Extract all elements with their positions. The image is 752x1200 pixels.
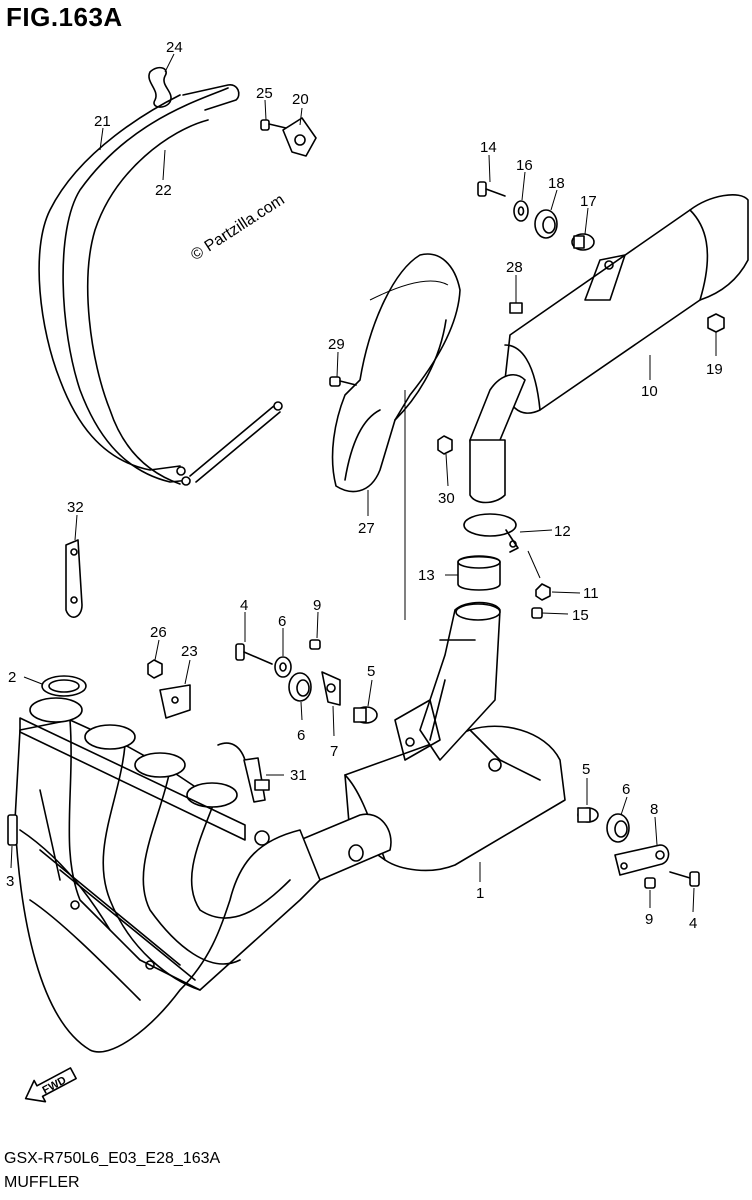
bracket-8 <box>614 844 670 876</box>
leader-lines <box>10 53 717 913</box>
callout-17: 17 <box>580 193 597 210</box>
stud-bolt-3 <box>7 814 18 846</box>
callout-6-lower: 6 <box>297 727 305 744</box>
bolt-29 <box>329 376 357 387</box>
collar-5-left <box>353 706 378 724</box>
callout-28: 28 <box>506 259 523 276</box>
collar-17 <box>571 233 595 251</box>
fwd-arrow-label: FWD <box>41 1074 69 1096</box>
bolt-25 <box>260 119 287 131</box>
callout-15: 15 <box>572 607 589 624</box>
callout-19: 19 <box>706 361 723 378</box>
gasket-13 <box>457 555 501 591</box>
callout-31: 31 <box>290 767 307 784</box>
grommet-6-lower <box>288 672 312 702</box>
callout-8: 8 <box>650 801 658 818</box>
callout-13: 13 <box>418 567 435 584</box>
callout-3: 3 <box>6 873 14 890</box>
bolt-26 <box>147 659 163 679</box>
callout-18: 18 <box>548 175 565 192</box>
bracket-23 <box>159 684 191 719</box>
callout-9-upper: 9 <box>313 597 321 614</box>
bracket-7 <box>321 671 341 706</box>
callout-4-lower: 4 <box>689 915 697 932</box>
callout-5-right: 5 <box>582 761 590 778</box>
callout-7: 7 <box>330 743 338 760</box>
section-name: MUFFLER <box>4 1174 80 1191</box>
callout-23: 23 <box>181 643 198 660</box>
gasket-30 <box>437 435 453 455</box>
callout-22: 22 <box>155 182 172 199</box>
exhaust-chamber-1 <box>299 601 566 881</box>
callout-32: 32 <box>67 499 84 516</box>
callout-2: 2 <box>8 669 16 686</box>
callout-24: 24 <box>166 39 183 56</box>
figure-title: FIG.163A <box>6 2 123 32</box>
callout-16: 16 <box>516 157 533 174</box>
callout-10: 10 <box>641 383 658 400</box>
callout-6-upper: 6 <box>278 613 286 630</box>
bolt-14 <box>477 181 506 197</box>
model-code: GSX-R750L6_E03_E28_163A <box>4 1150 221 1167</box>
heat-shield-27 <box>331 253 461 493</box>
callout-1: 1 <box>476 885 484 902</box>
callout-9-lower: 9 <box>645 911 653 928</box>
callout-25: 25 <box>256 85 273 102</box>
callout-21: 21 <box>94 113 111 130</box>
fwd-arrow-icon: FWD <box>24 1067 77 1103</box>
callout-26: 26 <box>150 624 167 641</box>
exhaust-manifold <box>14 697 321 1053</box>
washer-6-upper <box>274 656 292 678</box>
bolt-9-lower <box>644 877 656 889</box>
callout-29: 29 <box>328 336 345 353</box>
muffler-10 <box>469 194 749 504</box>
callout-labels: 24 25 20 21 22 14 16 18 17 28 29 19 10 3… <box>6 39 723 932</box>
bolt-4-upper <box>235 643 273 665</box>
damper-28 <box>509 302 523 314</box>
collar-5-right <box>577 807 599 823</box>
callout-30: 30 <box>438 490 455 507</box>
callout-4-upper: 4 <box>240 597 248 614</box>
nut-19 <box>707 313 725 333</box>
nut-11 <box>535 583 551 601</box>
bolt-4-lower <box>669 871 700 887</box>
callout-12: 12 <box>554 523 571 540</box>
callout-27: 27 <box>358 520 375 537</box>
grommet-18 <box>534 209 558 239</box>
cable-bracket-20 <box>282 117 317 157</box>
bolt-15 <box>531 607 543 619</box>
callout-5-left: 5 <box>367 663 375 680</box>
gasket-2 <box>41 675 87 697</box>
oxygen-sensor-31 <box>217 742 270 803</box>
bracket-32 <box>65 539 83 618</box>
throttle-cable-22 <box>87 119 283 486</box>
callout-14: 14 <box>480 139 497 156</box>
clamp-12 <box>463 513 519 553</box>
grommet-6-right <box>606 813 630 843</box>
callout-6-right: 6 <box>622 781 630 798</box>
callout-11: 11 <box>583 585 599 602</box>
throttle-cable-21 <box>38 84 240 483</box>
washer-16 <box>513 200 529 222</box>
callout-20: 20 <box>292 91 309 108</box>
bolt-9-upper <box>309 639 321 650</box>
